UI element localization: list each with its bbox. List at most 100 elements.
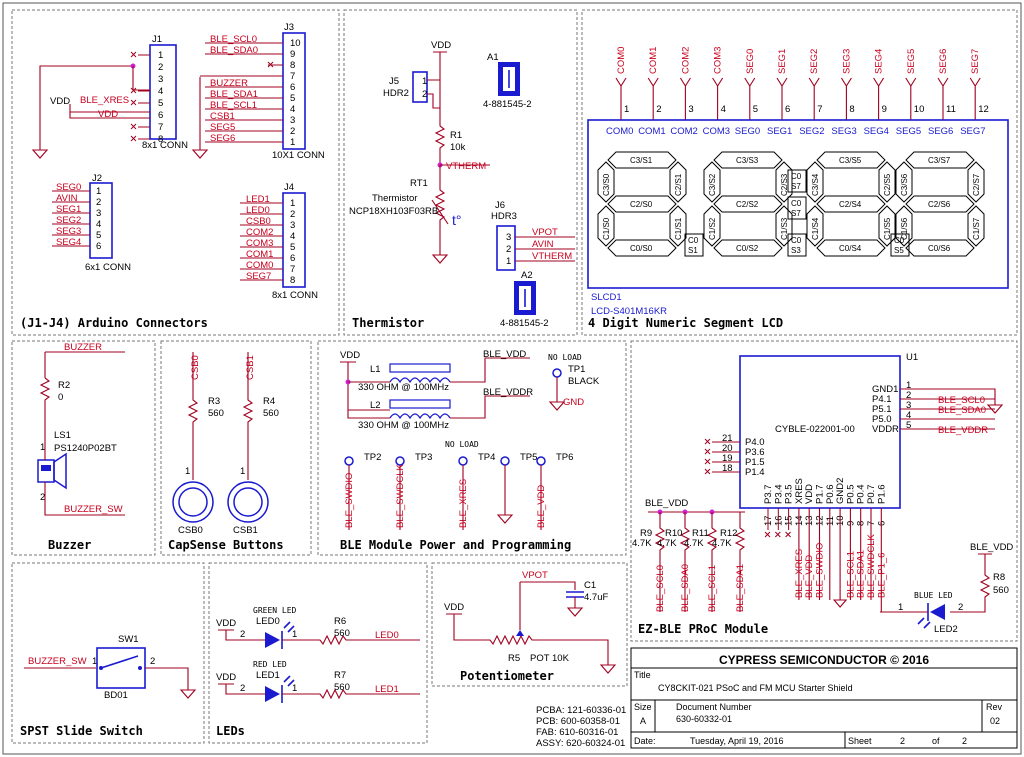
seg-ul-0: C3/S0 <box>602 173 611 196</box>
u1-lpin-1: 20 <box>722 443 733 454</box>
u1-bnet-11: BLE_P1_6 <box>876 553 887 598</box>
u1-lpin-name-2: P1.5 <box>745 457 765 468</box>
j3-pin-9: 9 <box>290 49 295 60</box>
sw-p1: 1 <box>92 656 97 667</box>
seg-lr-3: C1/S7 <box>972 217 981 240</box>
j3-pin-2: 2 <box>290 126 295 137</box>
ble-power-circuit: VDD L1 L2 330 OHM @ 100MHz 330 OHM @ 100… <box>340 349 600 530</box>
j6-ref: J6 <box>495 200 505 211</box>
buzzer-net-in: BUZZER <box>64 342 102 353</box>
j4-net-0: LED1 <box>246 194 270 205</box>
pullup-val-2: 4.7K <box>684 538 704 549</box>
company-name: CYPRESS SEMICONDUCTOR © 2016 <box>719 653 929 667</box>
j5-p2: 2 <box>422 89 427 100</box>
l1-ref: L1 <box>370 364 381 375</box>
led1-vdd: VDD <box>216 672 236 683</box>
sheet-of: of <box>932 736 940 746</box>
section-box-switch <box>11 562 205 744</box>
seg-mid-0: C2/S0 <box>630 200 653 209</box>
section-title-pot: Potentiometer <box>460 669 554 683</box>
j3-net-7: SEG6 <box>210 133 235 144</box>
pullup-val-3: 4.7K <box>712 538 732 549</box>
r7-val: 560 <box>334 682 350 693</box>
r6-val: 560 <box>334 628 350 639</box>
lcd-net-com0: COM0 <box>616 47 627 74</box>
u1-ref: U1 <box>906 352 918 363</box>
rev-label: Rev <box>986 702 1003 712</box>
j4-pin-1: 1 <box>290 198 295 209</box>
u1-bpin-name-2: P3.5 <box>784 484 795 504</box>
u1-bpin-name-5: P1.7 <box>815 484 826 504</box>
dp-c-2: C0 <box>894 236 905 245</box>
lcd-net-com3: COM3 <box>713 47 724 74</box>
u1-pin-p5-1: P5.1 <box>872 404 892 415</box>
switch-circuit: BUZZER_SW 1 SW1 2 BD01 <box>24 634 197 701</box>
j1-pin-3: 3 <box>158 74 163 85</box>
doc-label: Document Number <box>676 702 752 712</box>
r6-ref: R6 <box>334 616 346 627</box>
lcd-part: LCD-S401M16KR <box>591 306 667 317</box>
pot-vdd: VDD <box>444 602 464 613</box>
u1-bnet-5: BLE_SWDIO <box>815 543 826 598</box>
r4-ref: R4 <box>263 396 275 407</box>
led2-p1: 1 <box>898 602 903 613</box>
j2-pin-1: 1 <box>96 186 101 197</box>
section-box-ble-power <box>317 340 627 556</box>
section-box-capsense <box>160 340 312 556</box>
r8-ref: R8 <box>993 572 1005 583</box>
u1-rpin-4: 4 <box>906 410 911 421</box>
seg-top-0: C3/S1 <box>630 156 653 165</box>
sw-p2: 2 <box>150 656 155 667</box>
j5-p1: 1 <box>422 76 427 87</box>
u1-bpin-name-6: P0.6 <box>825 484 836 504</box>
lcd-circuit: COM01COM12COM23COM34SEG05SEG16SEG27SEG38… <box>587 47 1009 317</box>
j3-pin-5: 5 <box>290 93 295 104</box>
lcd-pin-3: 3 <box>688 104 693 115</box>
ls1-part: PS1240P02BT <box>54 443 117 454</box>
lcd-com-label-10: SEG6 <box>928 126 953 137</box>
fab-fab: FAB: 610-60316-01 <box>536 727 618 738</box>
lcd-net-seg0: SEG0 <box>745 49 756 74</box>
j3-net-5: CSB1 <box>210 111 235 122</box>
u1-lpin-3: 18 <box>722 463 733 474</box>
j2-pin-6: 6 <box>96 241 101 252</box>
j3-pin-6: 6 <box>290 82 295 93</box>
csb1-net: CSB1 <box>245 355 256 380</box>
r2-ref: R2 <box>58 380 70 391</box>
doc-value: 630-60332-01 <box>676 714 732 724</box>
dp-s-2: S5 <box>894 246 904 255</box>
j6-p2: 2 <box>506 244 511 255</box>
j1-net-xres: BLE_XRES <box>80 95 129 106</box>
u1-rpin-5: 5 <box>906 420 911 431</box>
section-title-capsense: CapSense Buttons <box>168 538 284 552</box>
a2-ref: A2 <box>521 270 533 281</box>
led0-p2: 2 <box>240 629 245 640</box>
j2-pin-2: 2 <box>96 197 101 208</box>
j2-net-3: SEG2 <box>56 215 81 226</box>
size-label: Size <box>634 702 652 712</box>
u1-bnet-3: BLE_XRES <box>794 549 805 598</box>
led1-p2: 2 <box>240 683 245 694</box>
led0-vdd: VDD <box>216 618 236 629</box>
seg-mid-3: C2/S6 <box>928 200 951 209</box>
rt1-temp-symbol: t° <box>452 212 462 228</box>
seg-ur-0: C2/S1 <box>674 173 683 196</box>
lcd-pin-5: 5 <box>753 104 758 115</box>
rt1-type: Thermistor <box>372 193 417 204</box>
u1-bpin-name-9: P0.4 <box>856 484 867 504</box>
seg-bot-3: C0/S6 <box>928 244 951 253</box>
seg-top-3: C3/S7 <box>928 156 951 165</box>
seg-ll-2: C1/S4 <box>811 217 820 240</box>
fab-pcba: PCBA: 121-60336-01 <box>536 705 626 716</box>
u1-pin-gnd1: GND1 <box>872 384 898 395</box>
lcd-com-label-7: SEG3 <box>831 126 856 137</box>
u1-rnet-1: BLE_SCL0 <box>938 395 985 406</box>
buzzer-net-out: BUZZER_SW <box>64 504 123 515</box>
colon-s-1: S7 <box>791 209 801 218</box>
lcd-net-com1: COM1 <box>648 47 659 74</box>
j3-net-2: BUZZER <box>210 78 248 89</box>
j1-pin-5: 5 <box>158 98 163 109</box>
